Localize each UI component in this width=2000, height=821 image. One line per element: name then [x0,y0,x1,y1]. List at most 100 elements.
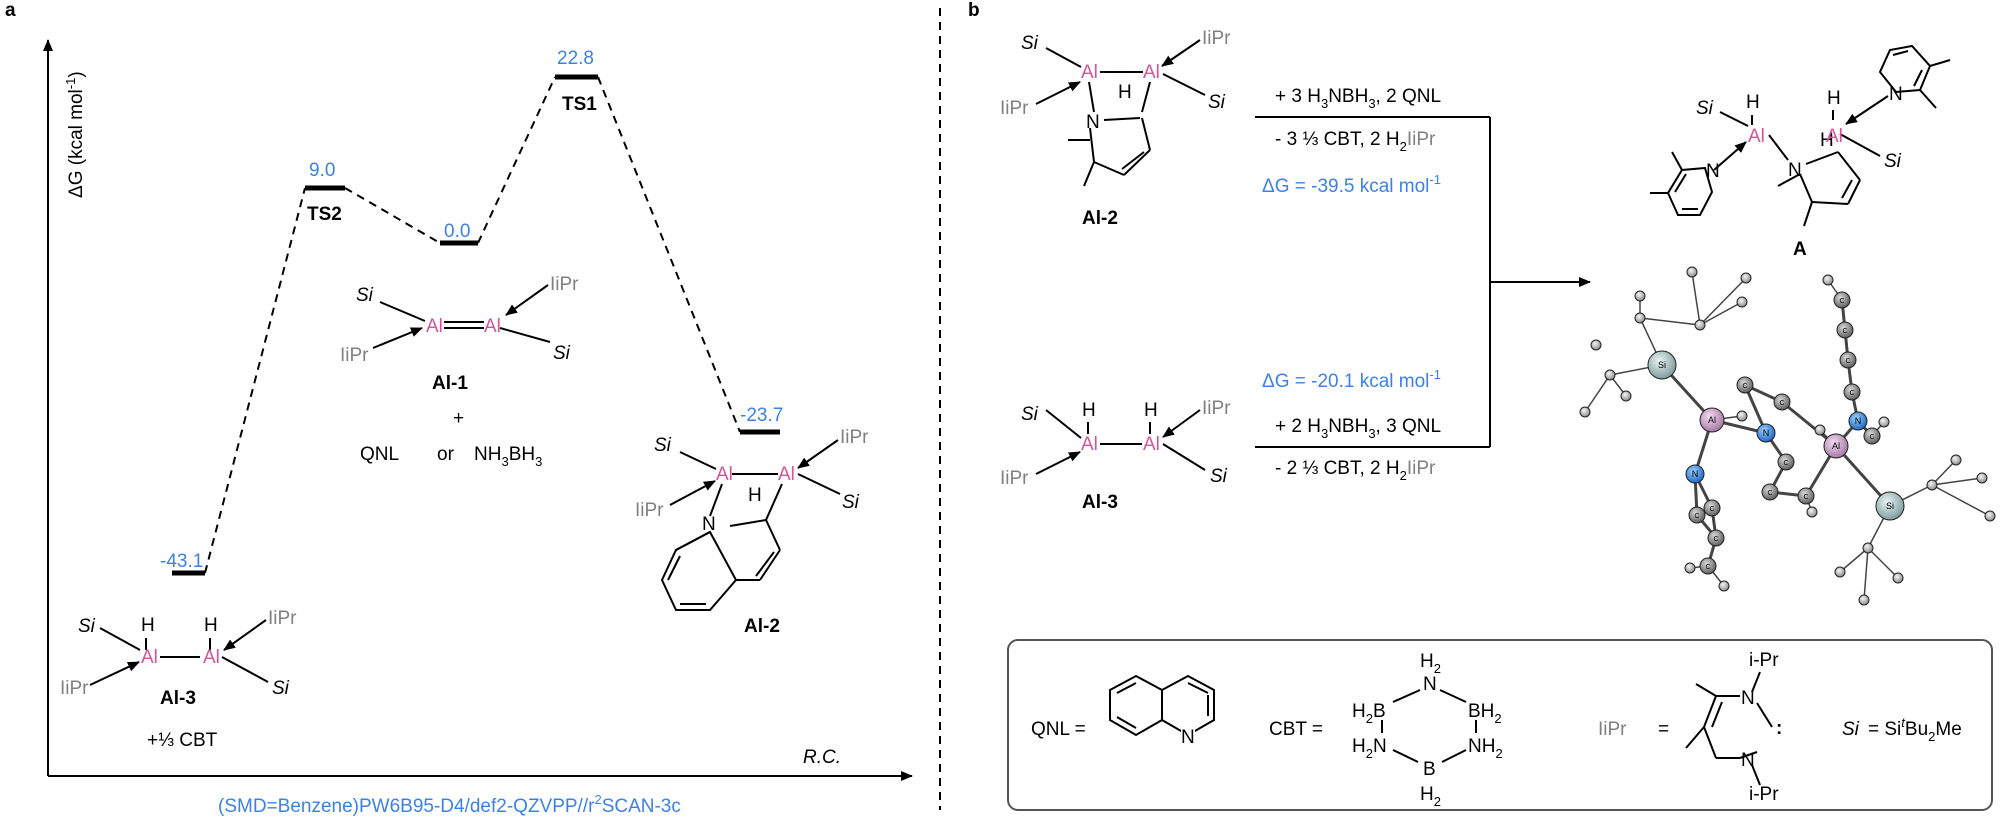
atom-label: Al [1832,441,1840,451]
molecule-bond [1931,484,1991,517]
atom-label: N [1692,469,1699,479]
bottom-delta-g: ΔG = -20.1 kcal mol-1 [1262,367,1441,392]
atom-h [1694,319,1706,331]
svg-text:Si: Si [842,492,860,513]
atom-n [1848,411,1868,431]
atom-h [1590,339,1602,351]
molecule-bond [1639,317,1701,326]
atom-h [1814,424,1826,436]
legend-iipr: IiPr = N N : i-Pr i-Pr [1598,650,1782,805]
energy-al3: -43.1 [160,551,203,572]
svg-text:IiPr: IiPr [635,500,664,521]
atom-h [1579,406,1591,418]
atom-h [1686,266,1698,278]
svg-text:IiPr: IiPr [840,427,869,448]
svg-text:Si: Si [78,616,96,637]
svg-text:IiPr: IiPr [1000,98,1029,119]
svg-text:B: B [1423,759,1436,780]
atom-h [1950,454,1962,466]
svg-text:N: N [1181,727,1195,748]
svg-text:IiPr: IiPr [60,678,89,699]
svg-text:IiPr: IiPr [268,608,297,629]
structure-al2-a: H N Si Al Al IiPr IiPr Si Al-2 [635,427,869,637]
atom-label: C [1779,400,1784,407]
atom-h [1736,296,1748,308]
bottom-reagents: + 2 H3NBH3, 3 QNL [1275,416,1441,441]
svg-text:A: A [1793,239,1807,260]
svg-text:NH2: NH2 [1468,736,1503,761]
svg-text:IiPr: IiPr [340,345,369,366]
atom-label: C [1783,460,1788,467]
svg-text:H: H [1082,400,1096,421]
molecule-bond [1867,547,1899,579]
svg-text:Al: Al [1748,126,1765,147]
atom-h [1740,272,1752,284]
svg-text:N: N [1889,84,1903,105]
top-reagents: + 3 H3NBH3, 2 QNL [1275,86,1441,111]
svg-text:H2: H2 [1420,784,1441,809]
energy-profile [172,74,780,576]
svg-text:Al-3: Al-3 [1082,492,1118,513]
svg-text:Si: Si [356,285,374,306]
atom-h [1620,390,1632,402]
legend-si: Si = SitBu2Me [1842,715,1962,744]
atom-label: C [1842,328,1847,335]
svg-text:= SitBu2Me: = SitBu2Me [1868,715,1962,744]
svg-text:Al: Al [203,647,220,668]
svg-text:Al: Al [1143,434,1160,455]
atom-label: C [1839,298,1844,305]
molecule-bond [1839,547,1869,573]
atom-h [1634,290,1646,302]
structure-al1: Si Al Al IiPr IiPr Si Al-1 + QNL or NH3B… [340,274,579,469]
energy-ts2: 9.0 [309,160,335,181]
molecule-bond [1699,277,1747,326]
svg-text:Al-2: Al-2 [744,616,780,637]
y-axis-label: ΔG (kcal mol-1) [63,71,87,198]
atom-c [1777,453,1795,471]
svg-text:IiPr: IiPr [550,274,579,295]
svg-text:N: N [1423,674,1437,695]
atom-h [1878,416,1890,428]
atom-h [1718,580,1730,592]
atom-si [1875,491,1905,521]
panel-b-label: b [968,0,980,21]
atom-n [1685,464,1705,484]
x-axis-label: R.C. [803,747,841,768]
structure-al3-b: H H Si Al Al IiPr IiPr Si Al-3 [1000,398,1231,513]
svg-text:H2N: H2N [1352,736,1387,761]
atom-c [1773,393,1791,411]
atom-h [1684,562,1696,574]
svg-text:+: + [453,408,464,429]
svg-text:=: = [1658,719,1669,740]
atom-h [1858,594,1870,606]
top-byproducts: - 3 ⅓ CBT, 2 H2IiPr [1275,129,1436,154]
energy-al1: 0.0 [444,221,470,242]
atom-c [1839,351,1857,369]
svg-text:Si: Si [1696,98,1714,119]
atom-label: C [1742,383,1747,390]
atom-h [1736,410,1748,422]
svg-text:N: N [1706,161,1720,182]
atom-h [1822,274,1834,286]
svg-text:H: H [1144,400,1158,421]
atom-label: Si [1886,501,1894,511]
svg-text:Al: Al [484,316,501,337]
atom-h [1634,312,1646,324]
svg-text:Si: Si [1884,151,1902,172]
label-ts1: TS1 [562,94,597,115]
svg-text:NH3BH3: NH3BH3 [474,444,542,469]
svg-text:i-Pr: i-Pr [1749,650,1779,671]
molecule-bond [1863,547,1869,601]
atom-c [1707,529,1725,547]
atom-n [1756,423,1776,443]
atom-label: C [1767,490,1772,497]
method-label: (SMD=Benzene)PW6B95-D4/def2-QZVPP//r2SCA… [218,792,681,817]
atom-label: N [1855,416,1862,426]
molecule-bond [1699,301,1743,326]
atom-h [1976,472,1988,484]
svg-text:BH2: BH2 [1468,701,1502,726]
atom-h [1834,566,1846,578]
atom-label: C [1803,494,1808,501]
svg-text:IiPr: IiPr [1202,398,1231,419]
bottom-byproducts: - 2 ⅓ CBT, 2 H2IiPr [1275,458,1436,483]
